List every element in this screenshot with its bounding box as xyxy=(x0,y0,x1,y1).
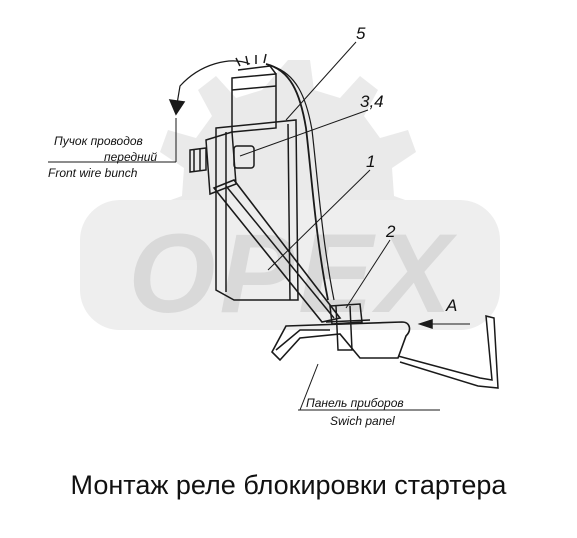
panel-lever xyxy=(397,315,499,389)
switch-panel-label-en: Swich panel xyxy=(330,414,395,428)
leader-34 xyxy=(239,109,369,157)
callout-1: 1 xyxy=(366,152,376,171)
relay-bracket xyxy=(205,131,237,196)
front-bunch-label-en: Front wire bunch xyxy=(48,166,138,180)
mounting-bracket xyxy=(212,179,342,323)
leader-panel xyxy=(299,363,319,411)
fastener-2 xyxy=(329,303,363,351)
relay-assembly xyxy=(48,41,499,411)
callout-2: 2 xyxy=(386,222,396,241)
relay-wires xyxy=(235,53,267,67)
leader-5 xyxy=(285,41,357,121)
callout-3-4: 3,4 xyxy=(360,92,384,111)
front-bunch-label-ru-2: передний xyxy=(104,150,158,164)
switch-panel xyxy=(271,321,411,362)
switch-panel-label-ru: Панель приборов xyxy=(306,396,404,410)
front-bunch-arrow xyxy=(175,60,251,111)
figure-caption: Монтаж реле блокировки стартера xyxy=(70,470,507,500)
front-wire-bunch xyxy=(265,63,329,301)
relay-bolt xyxy=(189,147,207,173)
relay-housing xyxy=(215,119,299,301)
callout-5: 5 xyxy=(356,24,366,43)
watermark-text: OPEX xyxy=(128,211,458,336)
leader-2 xyxy=(345,239,391,309)
front-bunch-label-ru-1: Пучок проводов xyxy=(54,134,143,148)
relay-top-block xyxy=(231,73,277,133)
leader-1 xyxy=(267,169,371,271)
callout-a: A xyxy=(446,296,458,315)
